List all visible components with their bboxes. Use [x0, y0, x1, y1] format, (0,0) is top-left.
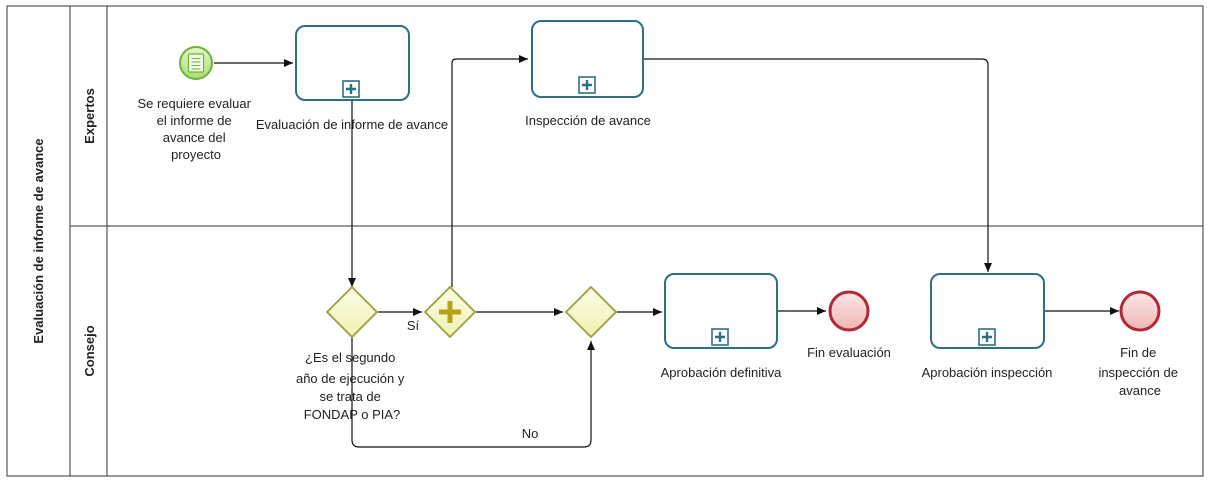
lane-label-expertos: Expertos [82, 88, 97, 144]
flow-gateway-no [351, 337, 595, 448]
sequence-flows [214, 55, 1119, 448]
subprocess-plus-icon [578, 76, 596, 94]
end-event-fin-evaluacion-label: Fin evaluación [807, 345, 891, 360]
message-list-icon [187, 53, 205, 73]
task-aprobacion-inspeccion[interactable] [930, 273, 1045, 349]
gateway-merge[interactable] [564, 285, 618, 339]
task-inspeccion-label: Inspección de avance [525, 113, 651, 128]
end-event-fin-inspeccion-label: Fin de inspección de avance [1098, 345, 1181, 398]
pool-title: Evaluación de informe de avance [31, 138, 46, 343]
lane-label-consejo: Consejo [82, 325, 97, 376]
task-inspeccion[interactable] [531, 20, 644, 98]
flow-inspeccion-to-aprobacion-inspeccion [643, 58, 992, 272]
task-aprobacion-inspeccion-label: Aprobación inspección [922, 365, 1053, 380]
gateway-decision-label: ¿Es el segundo año de ejecución y se tra… [296, 350, 408, 422]
parallel-plus-icon [439, 301, 461, 323]
pool-border [6, 5, 1204, 477]
flow-label-yes: Sí [407, 318, 420, 333]
task-aprobacion-definitiva[interactable] [664, 273, 778, 349]
end-event-fin-inspeccion[interactable] [1119, 290, 1161, 332]
subprocess-plus-icon [978, 328, 996, 346]
pool: Evaluación de informe de avance Expertos… [6, 5, 1204, 477]
start-event[interactable] [179, 46, 213, 80]
subprocess-plus-icon [342, 80, 360, 98]
task-aprobacion-definitiva-label: Aprobación definitiva [661, 365, 782, 380]
task-evaluacion[interactable] [295, 25, 410, 101]
gateway-decision[interactable] [325, 285, 379, 339]
end-event-fin-evaluacion[interactable] [828, 290, 870, 332]
gateway-parallel[interactable] [423, 285, 477, 339]
subprocess-plus-icon [711, 328, 729, 346]
flow-label-no: No [522, 426, 539, 441]
flow-parallel-to-inspeccion [451, 55, 528, 287]
task-evaluacion-label: Evaluación de informe de avance [256, 117, 448, 132]
start-event-label: Se requiere evaluar el informe de avance… [137, 96, 254, 162]
